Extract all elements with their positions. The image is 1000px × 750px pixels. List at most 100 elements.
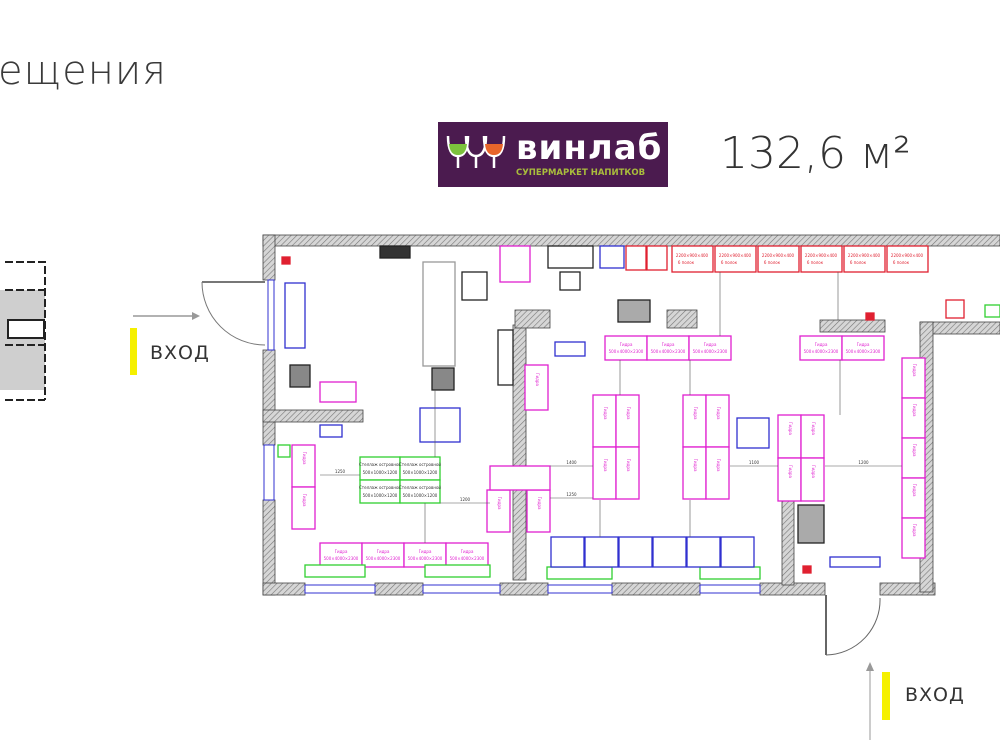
gidra-shelf [615,446,640,500]
logo-name: винлаб [516,128,663,168]
gidra-shelf [592,446,617,500]
fixture-label: Гидра [662,342,675,347]
fridge [652,536,687,568]
fixture-label: 500×1000×1200 [363,493,398,498]
island-rack [359,479,401,504]
fixture-label: Гидра [788,465,793,478]
fixture-label: 500×4000×2300 [450,556,485,561]
fixture-label: Гидра [535,373,540,386]
fixture-label: Гидра [620,342,633,347]
fixture-label: Гидра [603,459,608,472]
fixture-label: Гидра [716,459,721,472]
fixture-label: 500×1000×1200 [403,493,438,498]
wine-glasses-icon [446,135,506,168]
fixture-label: 2200×900×400 [805,253,838,258]
fixture-label: Гидра [815,342,828,347]
low-base [277,444,291,458]
dimension-label: 1200 [858,460,869,465]
island-rack [399,456,441,481]
fixture-label: Гидра [302,494,307,507]
gidra-shelf [361,542,405,568]
fixture-label: Гидра [811,422,816,435]
low-base [304,564,366,578]
page-title: ещения [0,48,167,94]
gidra-shelf [592,394,617,448]
equipment-box [599,245,625,269]
gidra-shelf [604,335,648,361]
fixture-label: Гидра [497,497,502,510]
locker [497,329,514,386]
gidra-shelf [688,335,732,361]
fixture-label: Гидра [857,342,870,347]
left-entry-door[interactable] [201,281,266,346]
dimension-label: 1100 [749,460,760,465]
low-base [699,566,761,580]
low-base [546,566,613,580]
area-value: 132,6 м² [720,128,911,179]
fixture-label: 500×4000×2300 [609,349,644,354]
fixture-label: Гидра [788,422,793,435]
fixture-label: 500×4000×2300 [846,349,881,354]
arrow-head-icon [192,312,200,320]
gidra-shelf [705,446,730,500]
gidra-shelf [291,486,316,530]
gidra-shelf [705,394,730,448]
small-rack [945,299,965,319]
fridge [550,536,585,568]
chair [559,271,581,291]
fixture-label: Гидра [461,549,474,554]
fixture-label: 2200×900×400 [891,253,924,258]
display-unit [499,245,531,283]
gidra-shelf [319,381,357,403]
fixture-label: Гидра [693,407,698,420]
fixture-label: 500×4000×2300 [324,556,359,561]
fixture-label: 6 полок [721,260,738,265]
fixture-label: 500×1000×1200 [403,470,438,475]
fixture-label: 6 полок [807,260,824,265]
fixture-label: 500×4000×2300 [366,556,401,561]
logo-tagline: СУПЕРМАРКЕТ НАПИТКОВ [516,168,646,178]
fixture-label: 500×4000×2300 [693,349,728,354]
dimension-label: 1400 [566,460,577,465]
fridge [618,536,653,568]
fixture-label: 6 полок [764,260,781,265]
fixture-label: 500×4000×2300 [408,556,443,561]
small-rack [646,245,668,271]
fixture-label: Гидра [603,407,608,420]
vinlab-logo: винлаб СУПЕРМАРКЕТ НАПИТКОВ [438,122,668,187]
sign [319,424,343,438]
fridge [686,536,721,568]
wall-rack [714,245,757,273]
main-entry-door[interactable] [825,595,881,656]
wall-rack [757,245,800,273]
fixture-label: 500×1000×1200 [363,470,398,475]
fixture-label: 500×4000×2300 [804,349,839,354]
bench [284,282,306,349]
fixture-label: 2200×900×400 [762,253,795,258]
gidra-shelf [646,335,690,361]
wall-rack [800,245,843,273]
fixture-label: 500×4000×2300 [651,349,686,354]
fridge [584,536,619,568]
entry-label-bottom: ВХОД [905,684,965,706]
fixture-label: Гидра [811,465,816,478]
fixture-label: Гидра [537,497,542,510]
gidra-shelf [524,364,549,411]
fixture-label: Стеллаж островной [399,462,441,467]
fixture-label: Стеллаж островной [359,462,401,467]
fixture-label: Гидра [377,549,390,554]
dimension-label: 1250 [566,492,577,497]
chair [461,271,488,301]
fridge [720,536,755,568]
grid-mat [431,367,455,391]
wall-rack [843,245,886,273]
basket-stand [797,504,825,544]
gidra-shelf [841,335,885,361]
fixture-label: 6 полок [850,260,867,265]
fixture-label: Гидра [912,484,917,497]
island-rack [359,456,401,481]
fixture-label: Стеллаж островной [399,485,441,490]
counter [547,245,594,269]
island-rack [399,479,441,504]
fixture-label: Гидра [626,459,631,472]
